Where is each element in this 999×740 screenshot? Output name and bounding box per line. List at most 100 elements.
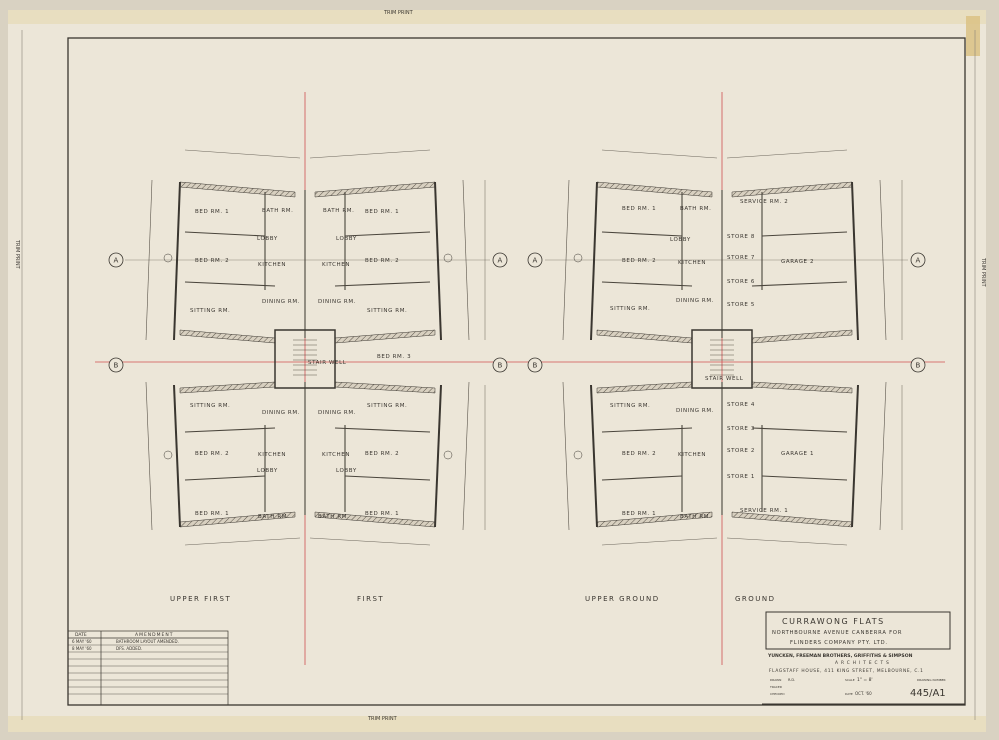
room-label-bath-rm: BATH RM.	[323, 208, 354, 214]
drawing-frame	[67, 37, 966, 706]
traced-label: TRACED	[769, 685, 783, 689]
room-label-stair-well: STAIR WELL	[705, 376, 744, 382]
room-label-garage-1: GARAGE 1	[781, 451, 814, 457]
room-label-bed-rm-2: BED RM. 2	[195, 258, 229, 264]
room-label-bed-rm-1: BED RM. 1	[195, 209, 229, 215]
plan-title-first: FIRST	[357, 595, 384, 603]
grid-marker-b: B	[108, 357, 124, 373]
room-label-service-rm-2: SERVICE RM. 2	[740, 199, 788, 205]
room-label-lobby: LOBBY	[257, 468, 278, 474]
svg-text:B: B	[533, 362, 538, 370]
drawing-number-label: DRAWING NUMBER	[917, 678, 946, 682]
column-marker	[573, 450, 583, 460]
amendments-table	[67, 630, 229, 706]
scale-value: 1" = 8'	[857, 677, 873, 683]
trim-print-right: TRIM PRINT	[980, 257, 986, 288]
trim-print-top: TRIM PRINT	[383, 10, 414, 16]
room-label-kitchen: KITCHEN	[678, 452, 706, 458]
svg-text:A: A	[498, 257, 503, 265]
project-client: FLINDERS COMPANY PTY. LTD.	[790, 640, 888, 646]
room-label-bed-rm-2: BED RM. 2	[365, 258, 399, 264]
room-label-dining-rm: DINING RM.	[318, 410, 356, 416]
room-label-kitchen: KITCHEN	[678, 260, 706, 266]
room-label-lobby: LOBBY	[670, 237, 691, 243]
drawn-value: R.D.	[788, 678, 795, 682]
room-label-sitting-rm: SITTING RM.	[190, 403, 230, 409]
room-label-dining-rm: DINING RM.	[262, 410, 300, 416]
svg-text:B: B	[916, 362, 921, 370]
room-label-stair-well: STAIR WELL	[308, 360, 347, 366]
room-label-bed-rm-1: BED RM. 1	[622, 511, 656, 517]
grid-marker-b: B	[492, 357, 508, 373]
room-label-dining-rm: DINING RM.	[262, 299, 300, 305]
amendments-header-date: DATE	[75, 632, 87, 638]
room-label-dining-rm: DINING RM.	[676, 408, 714, 414]
room-label-sitting-rm: SITTING RM.	[367, 403, 407, 409]
room-label-lobby: LOBBY	[336, 468, 357, 474]
room-label-bed-rm-2: BED RM. 2	[622, 258, 656, 264]
project-location: NORTHBOURNE AVENUE CANBERRA FOR	[772, 630, 902, 636]
grid-marker-a: A	[492, 252, 508, 268]
tape-bottom	[8, 716, 986, 732]
room-label-dining-rm: DINING RM.	[676, 298, 714, 304]
drawing-number: 445/A1	[910, 688, 946, 699]
room-label-lobby: LOBBY	[336, 236, 357, 242]
room-label-store-6: STORE 6	[727, 279, 755, 285]
room-label-dining-rm: DINING RM.	[318, 299, 356, 305]
column-marker	[573, 253, 583, 263]
architects-address: FLAGSTAFF HOUSE, 411 KING STREET, MELBOU…	[769, 668, 924, 674]
column-marker	[443, 253, 453, 263]
grid-marker-a: A	[910, 252, 926, 268]
amendment-text: DFS. ADDED.	[116, 646, 142, 651]
floor-plan-upper-first-first	[145, 149, 486, 546]
room-label-garage-2: GARAGE 2	[781, 259, 814, 265]
scale-label: SCALE	[845, 678, 855, 682]
architects-sub: ARCHITECTS	[835, 660, 892, 666]
room-label-store-7: STORE 7	[727, 255, 755, 261]
room-label-bed-rm-3: BED RM. 3	[377, 354, 411, 360]
room-label-bath-rm: BATH RM.	[680, 206, 711, 212]
amendment-date: 6 MAY '60	[72, 639, 92, 644]
room-label-store-3: STORE 3	[727, 426, 755, 432]
centerlines	[95, 92, 945, 665]
room-label-bed-rm-1: BED RM. 1	[195, 511, 229, 517]
room-label-kitchen: KITCHEN	[322, 452, 350, 458]
room-label-bath-rm: BATH RM.	[258, 514, 289, 520]
room-label-store-8: STORE 8	[727, 234, 755, 240]
svg-text:A: A	[916, 257, 921, 265]
room-label-store-4: STORE 4	[727, 402, 755, 408]
column-marker	[443, 450, 453, 460]
plan-title-ground: GROUND	[735, 595, 776, 603]
room-label-sitting-rm: SITTING RM.	[190, 308, 230, 314]
column-marker	[163, 253, 173, 263]
room-label-bath-rm: BATH RM.	[262, 208, 293, 214]
grid-marker-a: A	[108, 252, 124, 268]
trim-print-bottom: TRIM PRINT	[367, 716, 398, 722]
column-marker	[163, 450, 173, 460]
grid-marker-b: B	[527, 357, 543, 373]
amendment-date: 8 MAY '60	[72, 646, 92, 651]
room-label-bath-rm: BATH RM.	[318, 514, 349, 520]
room-label-bed-rm-1: BED RM. 1	[365, 209, 399, 215]
room-label-bed-rm-1: BED RM. 1	[365, 511, 399, 517]
drawn-label: DRAWN	[770, 678, 781, 682]
svg-text:A: A	[533, 257, 538, 265]
date-value: OCT. '60	[855, 691, 872, 696]
room-label-service-rm-1: SERVICE RM. 1	[740, 508, 788, 514]
plan-title-upper-first: UPPER FIRST	[170, 595, 231, 603]
svg-text:B: B	[114, 362, 119, 370]
room-label-store-2: STORE 2	[727, 448, 755, 454]
project-title: CURRAWONG FLATS	[782, 617, 885, 626]
room-label-sitting-rm: SITTING RM.	[367, 308, 407, 314]
amendments-header-amendment: AMENDMENT	[135, 632, 173, 638]
grid-marker-b: B	[910, 357, 926, 373]
tape-corner	[966, 16, 980, 56]
room-label-kitchen: KITCHEN	[258, 452, 286, 458]
trim-print-left: TRIM PRINT	[14, 239, 20, 270]
room-label-store-1: STORE 1	[727, 474, 755, 480]
room-label-sitting-rm: SITTING RM.	[610, 403, 650, 409]
room-label-kitchen: KITCHEN	[322, 262, 350, 268]
room-label-bed-rm-2: BED RM. 2	[195, 451, 229, 457]
title-block: CURRAWONG FLATS NORTHBOURNE AVENUE CANBE…	[762, 611, 965, 705]
